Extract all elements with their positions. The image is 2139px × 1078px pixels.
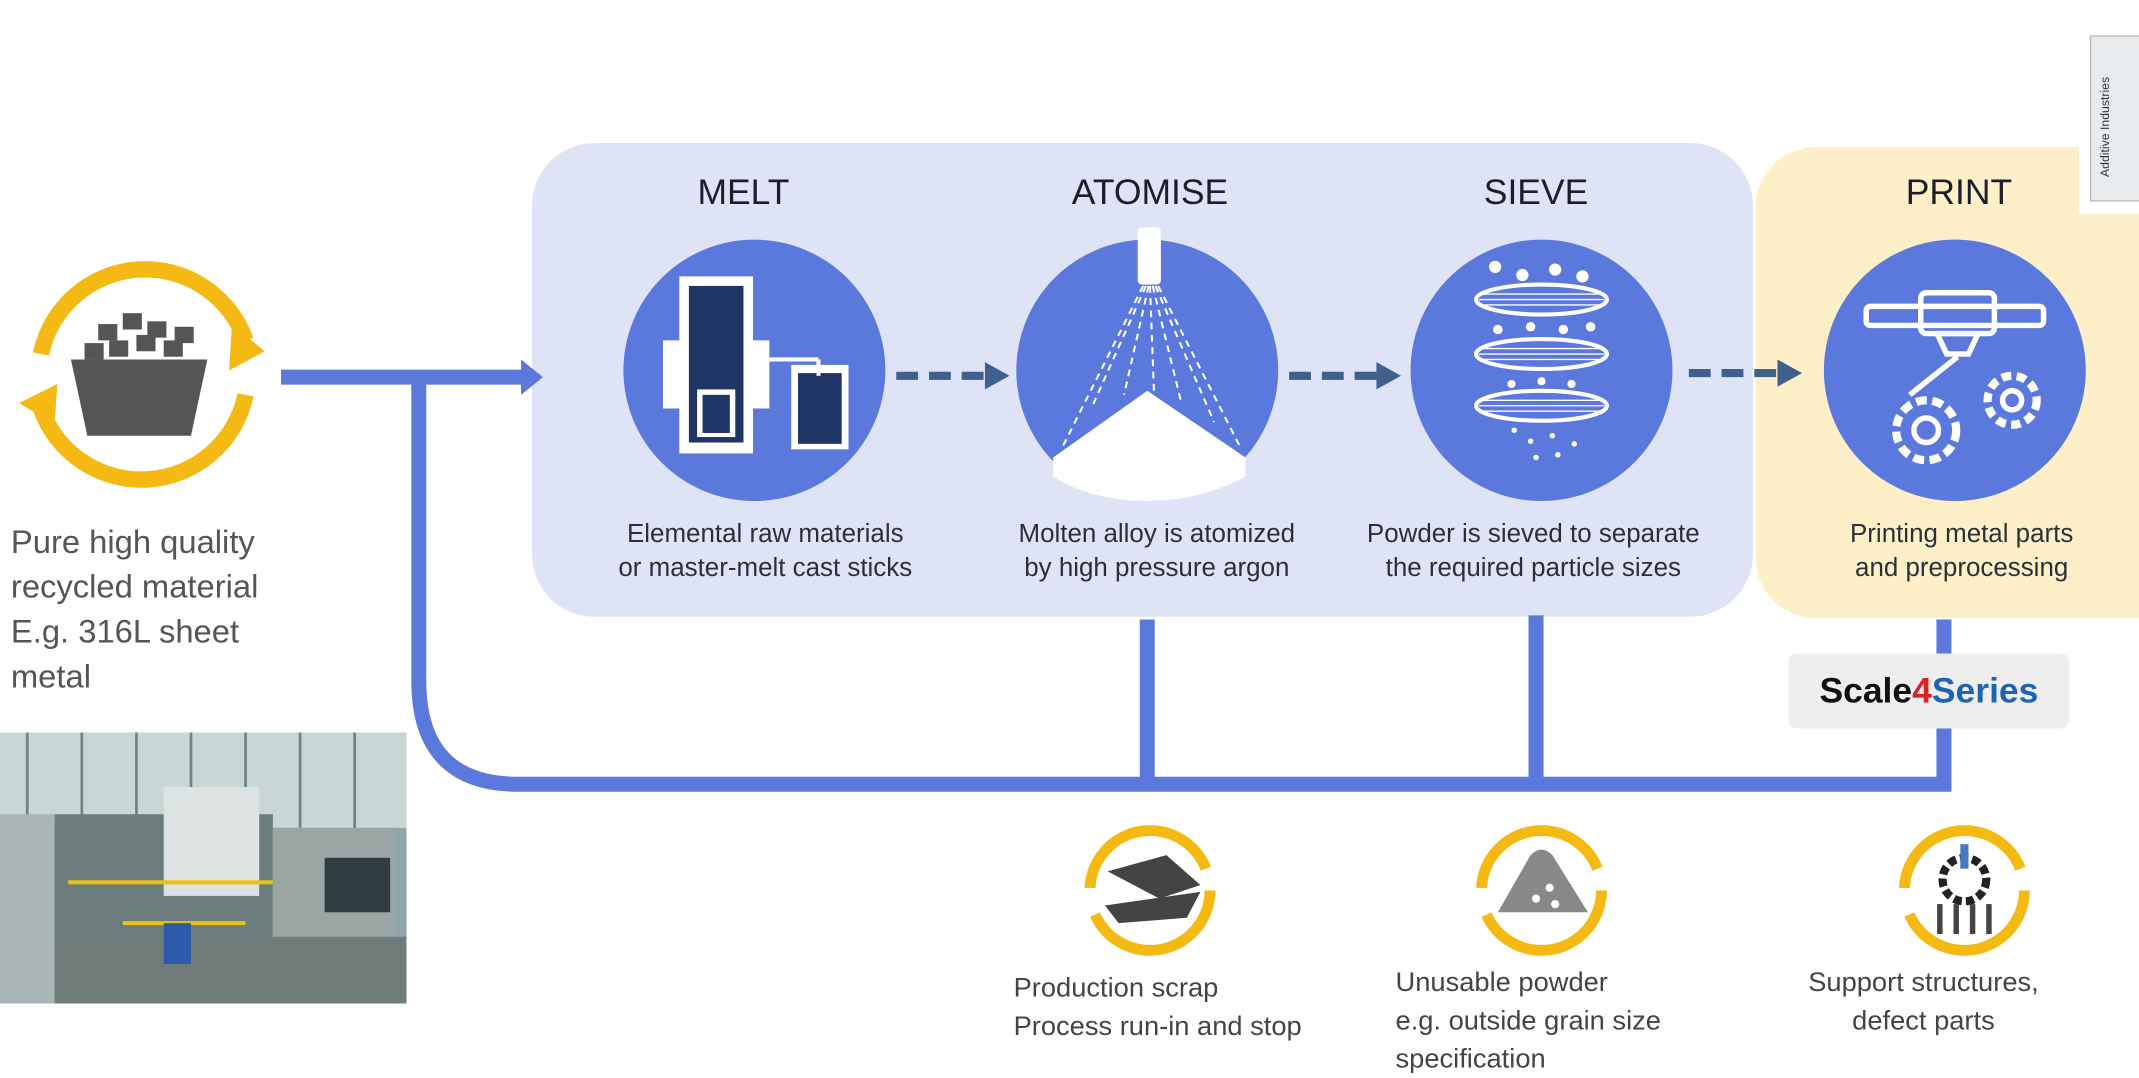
stage-title-print: PRINT [1905, 171, 2013, 213]
stage-caption-melt: Elemental raw materials or master-melt c… [618, 520, 913, 583]
melt-icon [623, 239, 886, 502]
recycle-loop-line [411, 381, 1952, 792]
logo-text: Additive Industries [2098, 76, 2112, 178]
loss-text-unusable-powder: Unusable powder e.g. outside grain size … [1395, 968, 1661, 1075]
stage-title-melt: MELT [697, 171, 790, 213]
stage-caption-atomise: Molten alloy is atomized by high pressur… [1018, 520, 1296, 583]
scrap-recycle-icon [19, 261, 265, 488]
sieve-icon [1410, 239, 1673, 502]
dashed-arrow-1 [896, 362, 1010, 390]
atomise-icon [1016, 227, 1279, 502]
badge-part-4: 4 [1912, 669, 1932, 711]
input-material-text: Pure high quality recycled material E.g.… [10, 524, 259, 696]
unusable-powder-recycle-icon [1476, 825, 1607, 956]
input-arrowhead [521, 359, 543, 395]
factory-photo [0, 732, 407, 1004]
badge-part-scale: Scale [1819, 669, 1913, 711]
stage-title-atomise: ATOMISE [1071, 171, 1229, 213]
loss-text-support-structures: Support structures, defect parts [1808, 968, 2039, 1037]
additive-industries-logo: Additive Industries [2078, 27, 2139, 214]
production-scrap-recycle-icon [1084, 825, 1216, 956]
dashed-arrow-2 [1289, 362, 1401, 390]
loss-text-production-scrap: Production scrap Process run-in and stop [1013, 973, 1302, 1042]
support-structures-recycle-icon [1898, 825, 2030, 956]
stage-caption-print: Printing metal parts and preprocessing [1850, 520, 2074, 583]
print-icon [1823, 239, 2086, 502]
stage-title-sieve: SIEVE [1483, 171, 1589, 213]
stage-caption-sieve: Powder is sieved to separate the require… [1366, 520, 1700, 583]
badge-part-series: Series [1931, 669, 2039, 711]
dashed-arrow-3 [1688, 359, 1803, 387]
